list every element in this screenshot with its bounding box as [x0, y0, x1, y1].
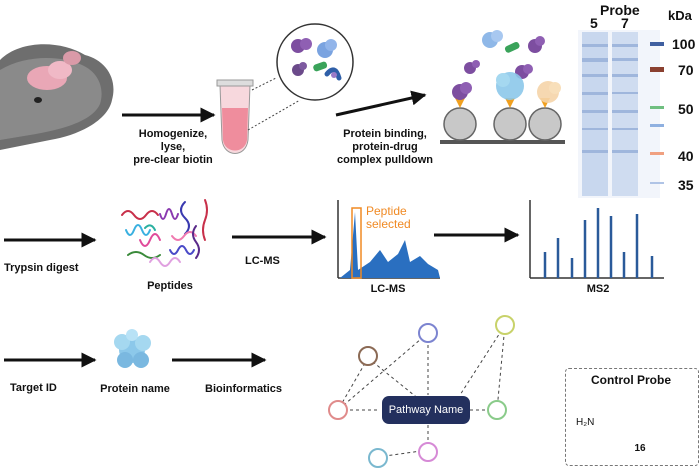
protein-name-label: Protein name	[100, 383, 170, 395]
protein-blob	[114, 329, 151, 368]
pathway-name-label: Pathway Name	[388, 404, 464, 416]
step-homogenize-label: Homogenize, lyse, pre-clear biotin	[133, 128, 213, 166]
peptides-illustration	[121, 199, 208, 267]
control-probe-title: Control Probe	[591, 373, 671, 387]
gel-lane-7: 7	[621, 15, 629, 31]
step-target-label: Target ID	[10, 382, 57, 394]
control-probe-number: 16	[634, 443, 646, 454]
gel-probe-label: Probe	[600, 2, 640, 18]
gel-marker-100: 100	[672, 36, 696, 52]
ms2-chart-label: MS2	[586, 283, 610, 295]
control-probe-amine: H₂N	[576, 417, 595, 428]
gel-marker-35: 35	[678, 177, 694, 193]
control-probe-box	[565, 368, 699, 466]
lcms-chart-label: LC-MS	[370, 283, 406, 295]
step-trypsin-label: Trypsin digest	[4, 262, 79, 274]
gel-image	[578, 30, 664, 198]
gel-marker-70: 70	[678, 62, 694, 78]
pulldown-beads	[440, 30, 565, 144]
peptides-label: Peptides	[147, 280, 193, 292]
mouse-illustration	[0, 44, 114, 150]
gel-unit-label: kDa	[668, 8, 692, 23]
peptide-selected-label: Peptide selected	[366, 204, 411, 231]
ms2-spectrum	[529, 200, 664, 279]
pathway-network	[328, 315, 515, 468]
lcms-chromatogram	[337, 200, 440, 279]
arrow-binding	[335, 90, 427, 117]
step-bioinformatics-label: Bioinformatics	[205, 383, 283, 395]
lysate-tube	[216, 77, 301, 154]
protein-zoom-circle	[276, 23, 354, 101]
step-binding-label: Protein binding, protein-drug complex pu…	[337, 128, 433, 166]
gel-marker-40: 40	[678, 148, 694, 164]
gel-lane-5: 5	[590, 15, 598, 31]
gel-marker-50: 50	[678, 101, 694, 117]
lcms-arrow-label: LC-MS	[245, 255, 280, 267]
